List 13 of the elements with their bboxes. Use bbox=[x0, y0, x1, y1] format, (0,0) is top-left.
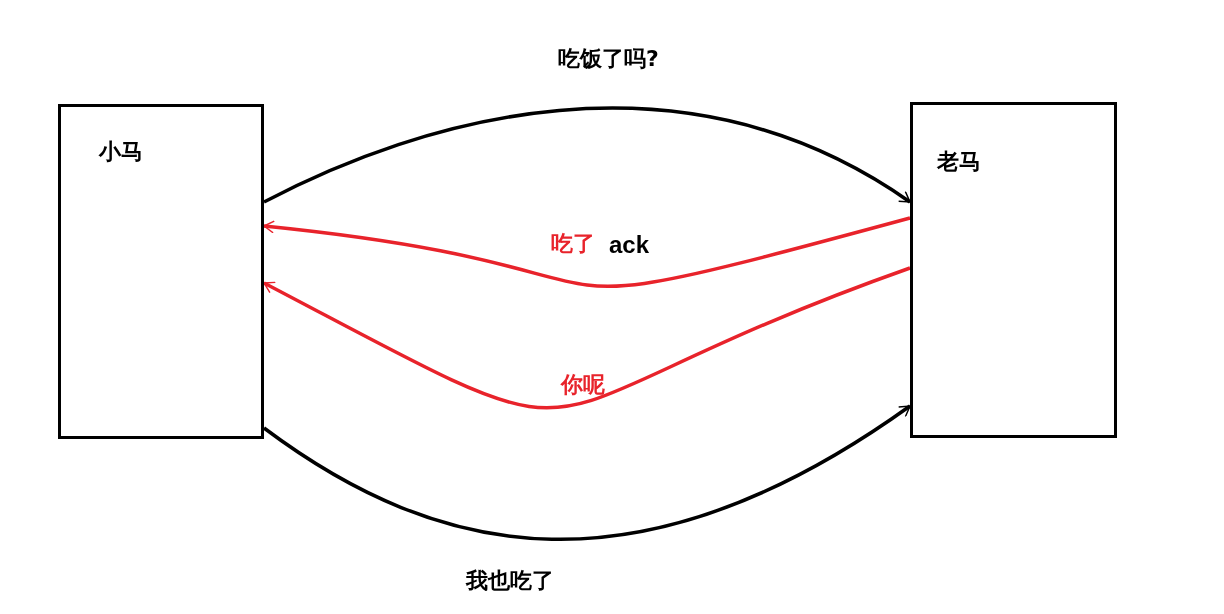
edge-label: 你呢 bbox=[561, 374, 605, 396]
edge-label: 我也吃了 bbox=[466, 570, 554, 592]
arrow bbox=[263, 106, 911, 204]
arrow bbox=[263, 216, 911, 288]
process-box bbox=[58, 104, 264, 439]
process-box bbox=[910, 102, 1117, 438]
edge-label: 吃了 bbox=[551, 233, 595, 255]
text-label: ack bbox=[609, 233, 650, 257]
arrow bbox=[263, 404, 911, 541]
arrow bbox=[263, 266, 911, 409]
node-label: 老马 bbox=[937, 148, 981, 176]
node-label: 小马 bbox=[99, 138, 143, 166]
edge-label: 吃饭了吗? bbox=[558, 48, 659, 70]
